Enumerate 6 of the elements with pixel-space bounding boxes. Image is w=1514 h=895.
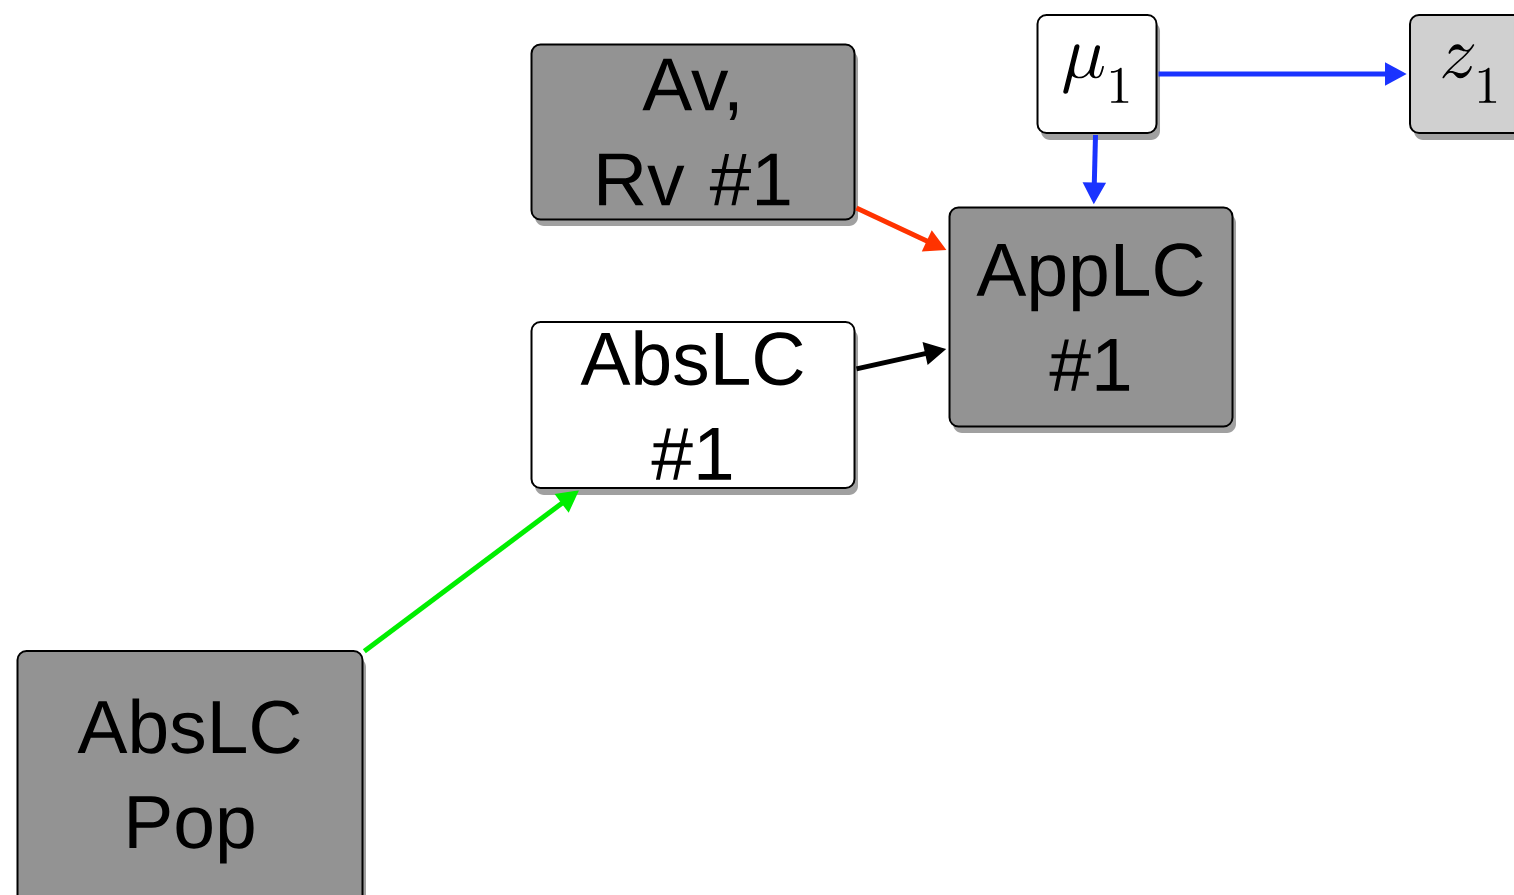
process-box: $\mu_1$ — [1036, 14, 1160, 140]
process-box: AppLC #1 — [948, 206, 1236, 433]
process-box: AbsLC Pop — [16, 650, 366, 895]
process-box: AbsLC #1 — [530, 321, 858, 495]
process-box: Av, Rv #1 — [530, 43, 858, 226]
process-box: $z_1$ — [1409, 14, 1514, 140]
